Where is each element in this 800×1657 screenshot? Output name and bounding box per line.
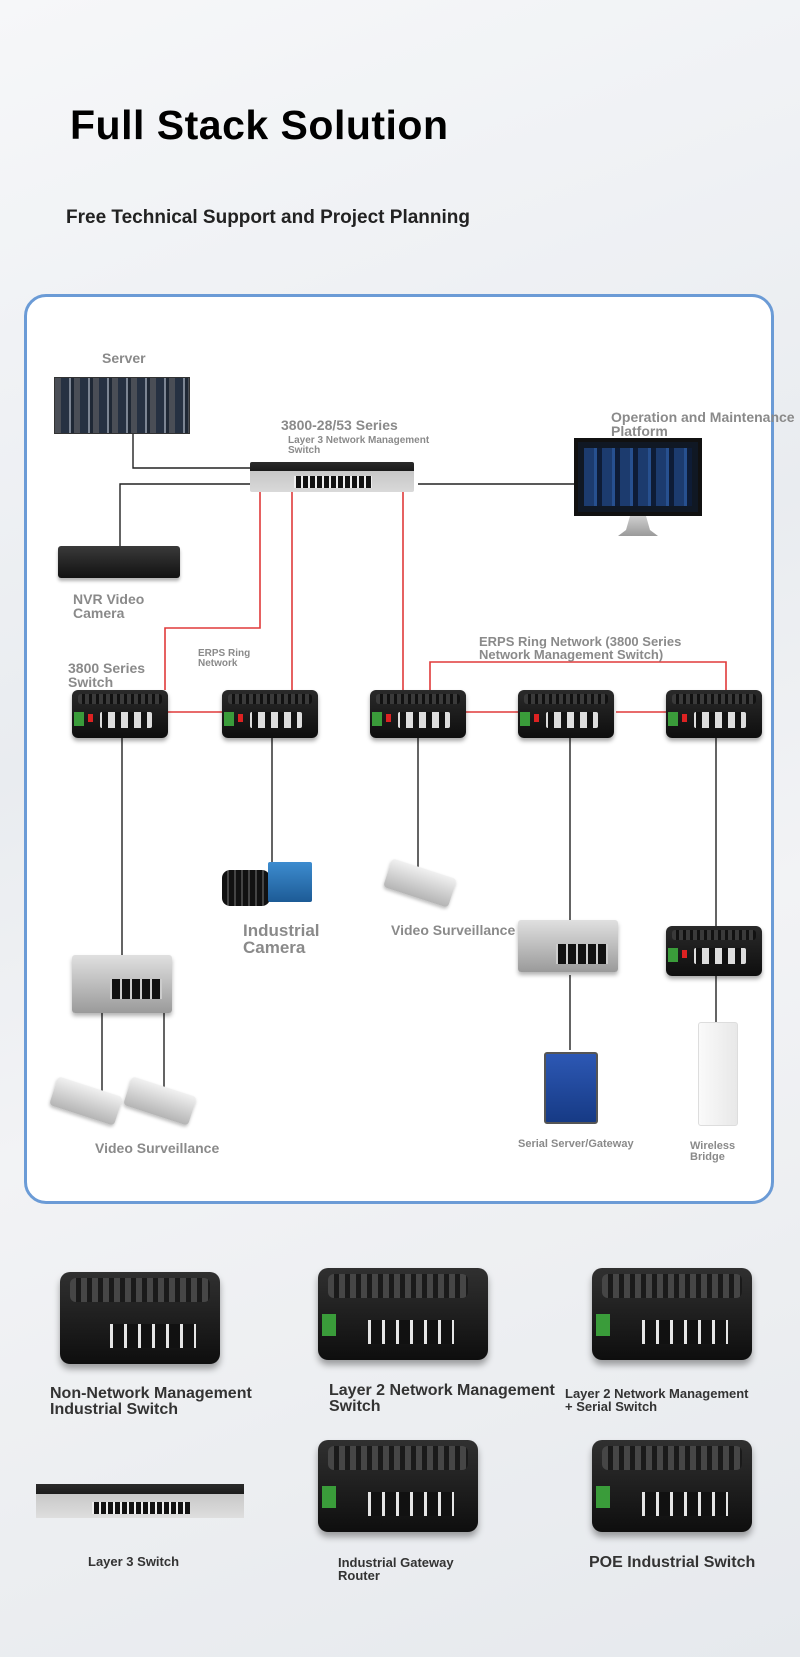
label-wireless: Wireless Bridge <box>690 1140 736 1163</box>
nvr-recorder <box>58 546 180 578</box>
product-label-3: Layer 2 Network Management + Serial Swit… <box>565 1386 749 1414</box>
ring-switch-3 <box>370 690 466 738</box>
page-subtitle: Free Technical Support and Project Plann… <box>66 207 470 228</box>
ring-core-left <box>164 490 261 690</box>
label-erps-right: ERPS Ring Network (3800 Series Network M… <box>479 634 682 662</box>
ring-switch-4 <box>518 690 614 738</box>
product-label-5: Industrial Gateway Router <box>338 1555 454 1583</box>
serial-server <box>544 1052 598 1124</box>
product-image-6 <box>592 1440 752 1532</box>
label-video-surv-left: Video Surveillance <box>95 1140 220 1156</box>
product-image-2 <box>318 1268 488 1360</box>
page-title: Full Stack Solution <box>70 102 449 148</box>
product-label-2: Layer 2 Network Management Switch <box>329 1382 555 1415</box>
ring-switch-1 <box>72 690 168 738</box>
wireless-bridge <box>698 1022 738 1126</box>
label-3800-series: 3800 Series Switch <box>68 660 146 690</box>
product-image-5 <box>318 1440 478 1532</box>
product-label-4: Layer 3 Switch <box>88 1554 180 1569</box>
ring-switch-5 <box>666 690 762 738</box>
link-nvr-core <box>119 483 255 547</box>
label-nvr: NVR Video Camera <box>73 591 145 621</box>
label-ops: Operation and Maintenance Platform <box>611 409 795 439</box>
industrial-camera-lens <box>222 870 270 906</box>
product-image-1 <box>60 1272 220 1364</box>
industrial-camera-body <box>268 862 312 902</box>
label-server: Server <box>102 350 146 366</box>
link-server-core <box>132 430 255 469</box>
product-label-1: Non-Network Management Industrial Switch <box>50 1385 252 1418</box>
label-serial: Serial Server/Gateway <box>518 1138 634 1150</box>
poe-switch-small <box>666 926 762 976</box>
ring-top-right <box>429 661 727 690</box>
label-core-series: 3800-28/53 Series <box>281 417 398 433</box>
ops-monitor <box>574 438 702 516</box>
label-erps-left: ERPS Ring Network <box>198 648 251 669</box>
label-core-sub: Layer 3 Network Management Switch <box>288 435 430 456</box>
product-label-6: POE Industrial Switch <box>589 1554 756 1571</box>
product-image-4 <box>36 1484 244 1518</box>
server-rack <box>54 377 190 434</box>
managed-grey-switch <box>518 920 618 972</box>
product-image-3 <box>592 1268 752 1360</box>
core-switch-ports <box>294 476 372 488</box>
ring-switch-2 <box>222 690 318 738</box>
core-l3-switch <box>250 462 414 492</box>
label-video-surv-mid: Video Surveillance <box>391 922 516 938</box>
unmanaged-switch <box>72 955 172 1013</box>
label-industrial-camera: Industrial Camera <box>243 921 320 957</box>
